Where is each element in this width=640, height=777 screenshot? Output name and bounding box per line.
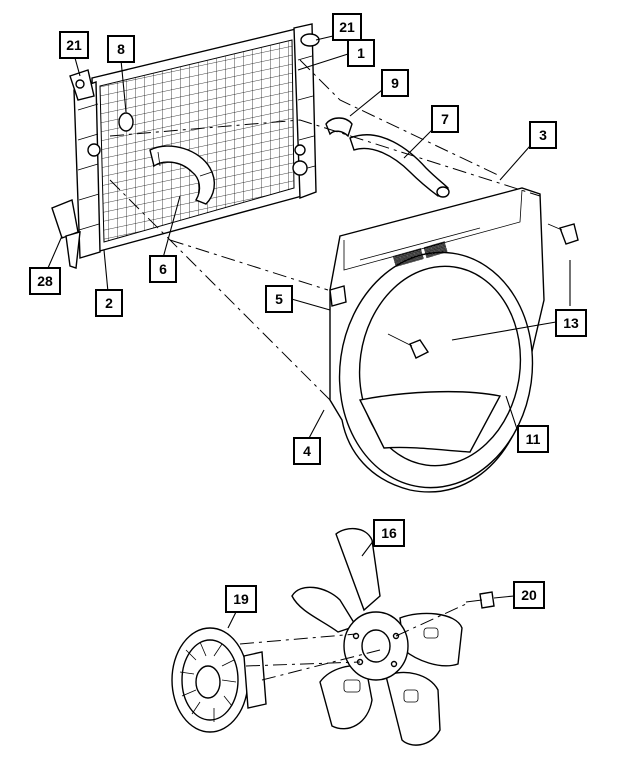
svg-text:6: 6 [159, 261, 167, 277]
callout-11: 11 [517, 425, 549, 453]
svg-text:19: 19 [233, 591, 249, 607]
callout-3: 3 [529, 121, 557, 149]
callout-16: 16 [373, 519, 405, 547]
callout-19: 19 [225, 585, 257, 613]
svg-text:21: 21 [66, 37, 82, 53]
svg-text:11: 11 [526, 431, 541, 447]
svg-text:20: 20 [521, 587, 537, 603]
callout-21-left: 21 [59, 31, 89, 59]
fan-bolt [465, 591, 515, 609]
callout-5: 5 [265, 285, 293, 313]
callout-21-right: 21 [332, 13, 362, 41]
leader-lines [47, 35, 571, 441]
fan-clutch [171, 627, 267, 733]
hose-clamp-9 [325, 117, 353, 138]
svg-text:16: 16 [381, 525, 397, 541]
fan-shroud: ▓▓▓▓ ▓▓▓ [329, 187, 579, 493]
svg-text:1: 1 [357, 45, 365, 61]
svg-text:4: 4 [303, 443, 311, 459]
svg-text:3: 3 [539, 127, 547, 143]
callout-7: 7 [431, 105, 459, 133]
callout-1: 1 [347, 39, 375, 67]
svg-text:21: 21 [339, 19, 355, 35]
svg-text:8: 8 [117, 41, 125, 57]
fan-leader-lines [227, 531, 467, 681]
upper-hose [349, 134, 450, 198]
callout-4: 4 [293, 437, 321, 465]
callout-28: 28 [29, 267, 61, 295]
hose-clamp [118, 112, 134, 132]
svg-text:28: 28 [37, 273, 53, 289]
callout-9: 9 [381, 69, 409, 97]
svg-text:13: 13 [563, 315, 579, 331]
svg-text:2: 2 [105, 295, 113, 311]
svg-text:5: 5 [275, 291, 283, 307]
callout-13: 13 [555, 309, 587, 337]
callout-8: 8 [107, 35, 135, 63]
svg-text:7: 7 [441, 111, 449, 127]
callout-6: 6 [149, 255, 177, 283]
fan-blade [291, 527, 463, 746]
lower-hose [149, 145, 216, 205]
svg-text:9: 9 [391, 75, 399, 91]
callout-2: 2 [95, 289, 123, 317]
radiator [51, 23, 320, 269]
callout-20: 20 [513, 581, 545, 609]
